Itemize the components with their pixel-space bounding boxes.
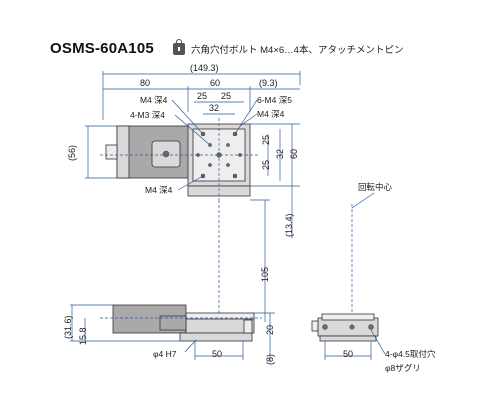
label-m4-depth-right: M4 深4 — [257, 109, 285, 119]
dim-offset: (9.3) — [259, 78, 278, 88]
label-m4-depth-bottom: M4 深4 — [145, 185, 173, 195]
label-m4-depth-top: M4 深4 — [140, 95, 168, 105]
dim-stroke-105: 105 — [260, 267, 270, 282]
dim-side-20: 20 — [265, 325, 275, 335]
dim-right-25a: 25 — [261, 135, 271, 145]
dim-top-25a: 25 — [197, 91, 207, 101]
dim-overall: (149.3) — [190, 63, 219, 73]
model-title: OSMS-60A105 — [50, 40, 154, 57]
dim-top-32: 32 — [209, 103, 219, 113]
dim-side-316: (31.6) — [63, 315, 73, 339]
label-rotation-center: 回転中心 — [358, 182, 393, 192]
bolt-note-text: 六角穴付ボルト M4×6…4本、アタッチメントピン — [191, 45, 404, 56]
label-m4-6-depth5: 6-M4 深5 — [257, 95, 292, 105]
bolt-note: 六角穴付ボルト M4×6…4本、アタッチメントピン — [173, 39, 404, 56]
dim-right-60: 60 — [289, 149, 299, 159]
label-counterbore: φ8ザグリ — [385, 363, 421, 373]
label-phi4-h7: φ4 H7 — [153, 349, 177, 359]
dim-80: 80 — [140, 78, 150, 88]
dim-bottom-50b: 50 — [343, 349, 353, 359]
lock-icon — [173, 39, 185, 55]
label-m3-depth: 4-M3 深4 — [130, 110, 165, 120]
top-view: (149.3) 80 60 (9.3) 25 25 32 — [67, 63, 301, 238]
dim-bottom-50a: 50 — [212, 349, 222, 359]
end-view: 50 4-φ4.5取付穴 φ8ザグリ — [311, 313, 436, 373]
dim-left-56: (56) — [67, 145, 77, 161]
side-view: (31.6) 15.8 20 (8) 50 φ4 H7 — [63, 304, 275, 365]
dim-right-25b: 25 — [261, 160, 271, 170]
dim-right-134: (13.4) — [284, 213, 294, 237]
dim-side-8: (8) — [265, 354, 275, 365]
dim-right-32: 32 — [275, 149, 285, 159]
label-mounting-holes: 4-φ4.5取付穴 — [385, 349, 436, 359]
dim-side-158: 15.8 — [78, 327, 88, 345]
dim-top-25b: 25 — [221, 91, 231, 101]
stroke-axis: 105 回転中心 — [218, 182, 393, 330]
dim-60: 60 — [210, 78, 220, 88]
